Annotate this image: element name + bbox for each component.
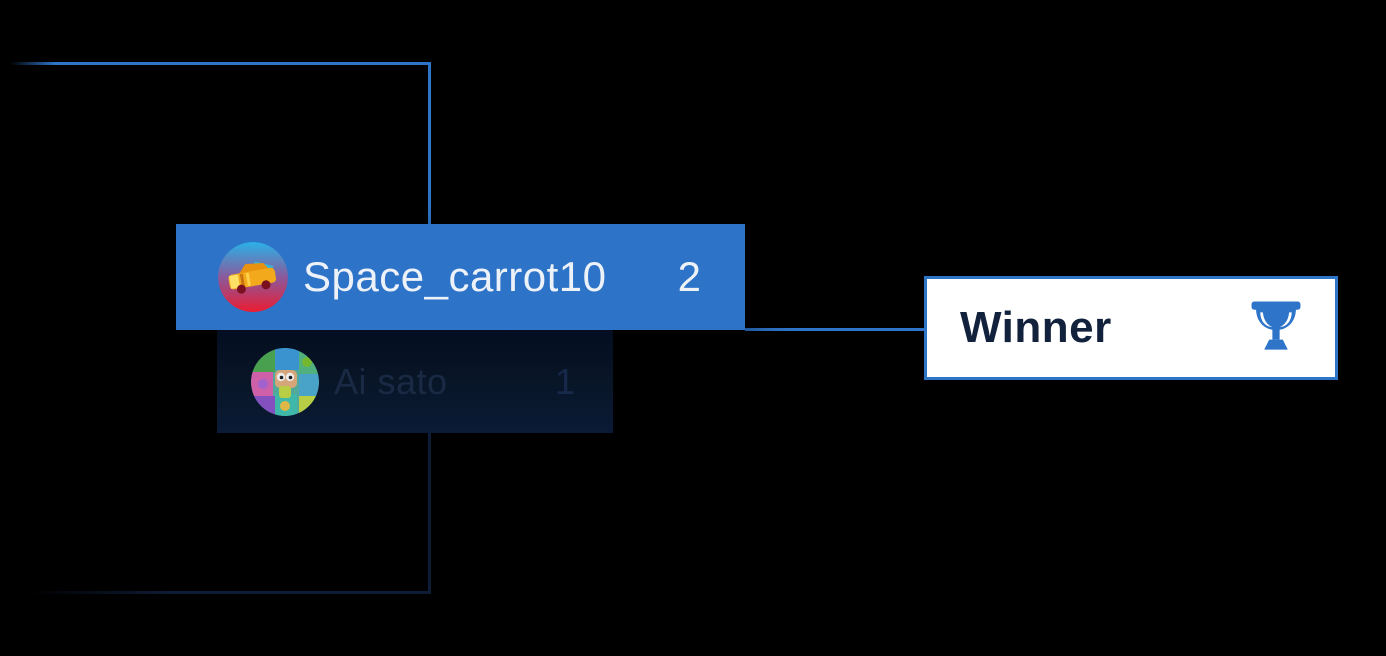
player-name: Space_carrot10 bbox=[303, 253, 607, 300]
player-score: 1 bbox=[554, 360, 575, 402]
bracket-line-top-vertical bbox=[428, 62, 431, 226]
bracket-line-bottom-vertical bbox=[428, 432, 431, 592]
winner-box: Winner bbox=[924, 276, 1338, 380]
match-player-row-loser[interactable]: Ai sato 1 bbox=[217, 330, 613, 433]
bracket-line-bottom-horizontal bbox=[30, 591, 431, 594]
winner-label: Winner bbox=[960, 303, 1112, 352]
trophy-icon bbox=[1247, 296, 1305, 361]
car-avatar bbox=[218, 242, 288, 312]
puzzle-avatar bbox=[251, 347, 319, 416]
bracket-line-top-horizontal bbox=[10, 62, 431, 65]
player-name: Ai sato bbox=[334, 360, 448, 402]
match-player-row-winner[interactable]: Space_carrot10 2 bbox=[176, 224, 745, 330]
player-score: 2 bbox=[677, 253, 701, 300]
bracket-line-winner-connector bbox=[745, 328, 926, 331]
